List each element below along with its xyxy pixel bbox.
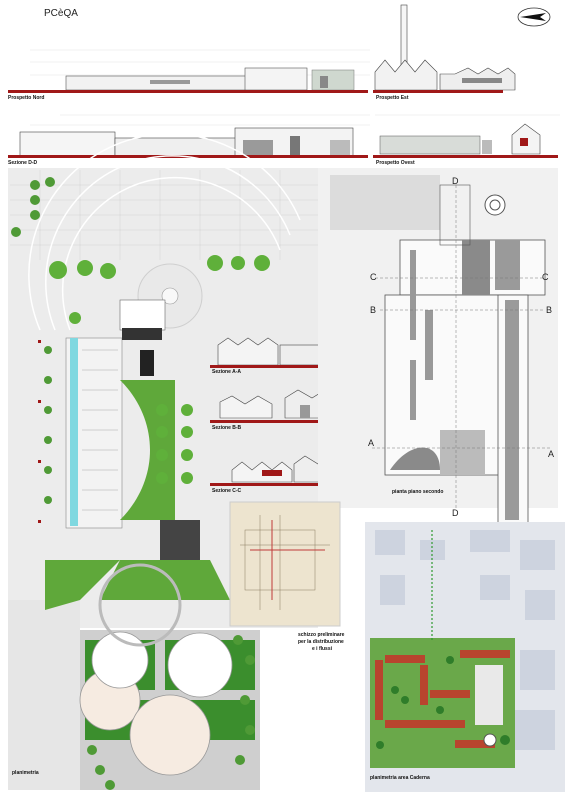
label-prospetto-ovest: Prospetto Ovest bbox=[376, 160, 415, 166]
sezione-aa-groundline bbox=[210, 365, 370, 368]
section-marker-a-left: A bbox=[368, 438, 375, 448]
sezione-bb-drawing bbox=[219, 389, 349, 419]
label-planimetria-area: planimetria area Caderna bbox=[370, 775, 430, 781]
label-prospetto-nord: Prospetto Nord bbox=[8, 95, 45, 101]
drawing-title: PCèQA bbox=[44, 8, 78, 19]
label-sezione-aa: Sezione A-A bbox=[212, 369, 241, 375]
label-sezione-dd: Sezione D-D bbox=[8, 160, 38, 166]
sezione-dd-drawing bbox=[19, 127, 354, 157]
prospetto-nord-drawing bbox=[65, 67, 355, 91]
sezione-aa-drawing bbox=[217, 337, 357, 366]
label-pianta-piano-secondo: pianta piano secondo bbox=[392, 489, 444, 495]
sezione-cc-groundline bbox=[210, 483, 370, 486]
label-schizzo-1: schizzo preliminare bbox=[298, 632, 345, 638]
label-prospetto-est: Prospetto Est bbox=[376, 95, 409, 101]
label-schizzo-3: e i flussi bbox=[312, 646, 333, 652]
prospetto-ovest-groundline bbox=[373, 155, 558, 158]
section-marker-c-right: C bbox=[542, 272, 549, 282]
label-sezione-cc: Sezione C-C bbox=[212, 488, 242, 494]
label-planimetria: planimetria bbox=[12, 770, 39, 776]
section-marker-d-top: D bbox=[452, 176, 459, 186]
prospetto-est-drawing bbox=[374, 4, 516, 91]
prospetto-ovest-drawing bbox=[379, 123, 541, 155]
sezione-dd-groundline bbox=[8, 155, 368, 158]
section-marker-b-right: B bbox=[546, 305, 553, 315]
sezione-bb-groundline bbox=[210, 420, 370, 423]
section-marker-a-right: A bbox=[548, 449, 555, 459]
label-sezione-bb: Sezione B-B bbox=[212, 425, 242, 431]
sezione-cc-drawing bbox=[231, 455, 351, 483]
prospetto-nord-groundline bbox=[8, 90, 368, 93]
label-schizzo-2: per la distribuzione bbox=[298, 639, 344, 645]
section-marker-d-bottom: D bbox=[452, 508, 459, 518]
section-marker-b-left: B bbox=[370, 305, 377, 315]
prospetto-est-groundline bbox=[373, 90, 503, 93]
section-marker-c-left: C bbox=[370, 272, 377, 282]
